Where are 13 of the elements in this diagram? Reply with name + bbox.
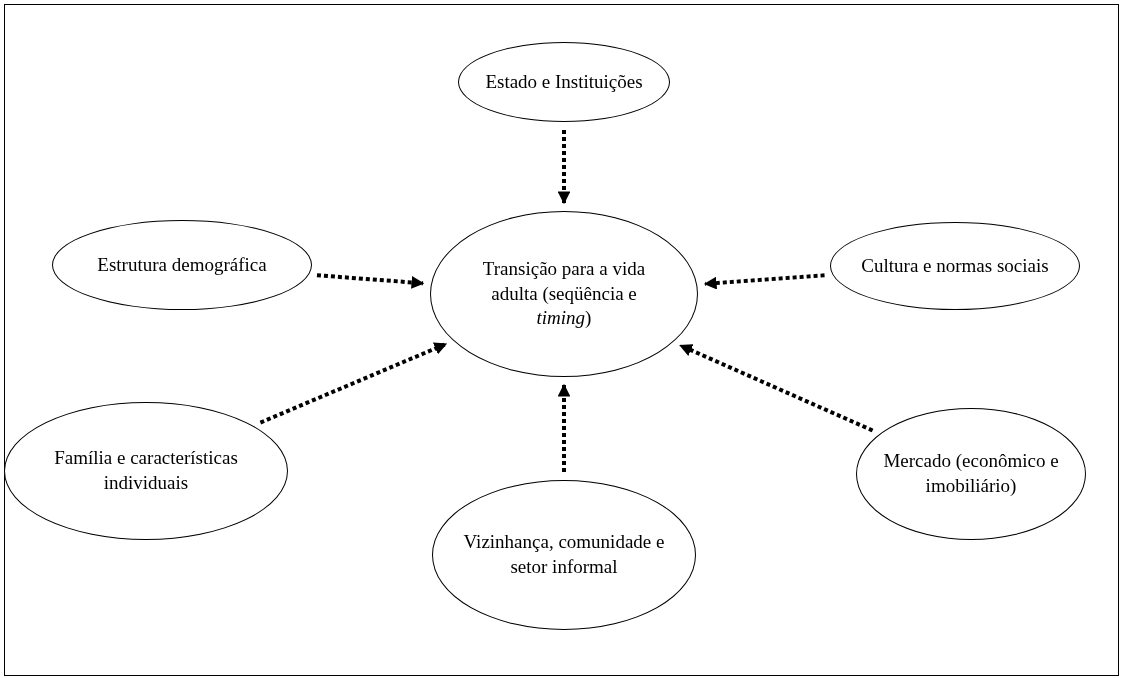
node-label: Cultura e normas sociais bbox=[861, 253, 1049, 278]
dashed-arrow bbox=[557, 383, 571, 472]
dashed-arrow bbox=[703, 273, 825, 290]
node-label: Mercado (econômico e imobiliário) bbox=[882, 449, 1060, 498]
dashed-arrow bbox=[679, 343, 874, 433]
dashed-arrow bbox=[316, 273, 425, 289]
node-label: Estado e Instituições bbox=[485, 69, 643, 94]
node-label: Transição para a vida adulta (seqüência e timing) bbox=[481, 256, 647, 331]
node-label: Estrutura demográfica bbox=[97, 252, 267, 277]
dashed-arrow bbox=[259, 342, 448, 425]
node-label: Vizinhança, comunidade e setor informal bbox=[462, 530, 666, 579]
dashed-arrow bbox=[557, 130, 571, 205]
node-label: Família e características individuais bbox=[53, 446, 239, 495]
